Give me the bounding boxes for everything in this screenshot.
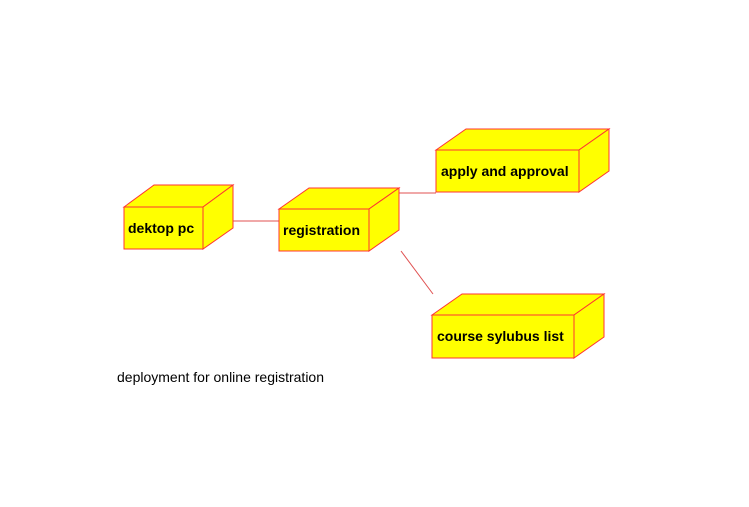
node-registration[interactable]: registration [277,187,401,252]
node-desktop-pc[interactable]: dektop pc [122,184,235,250]
node-label-apply-and-approval: apply and approval [441,163,569,179]
node-label-desktop-pc: dektop pc [128,220,194,236]
node-course-sylubus-list[interactable]: course sylubus list [430,293,606,359]
node-front-face [123,206,204,250]
node-label-registration: registration [283,222,360,238]
connector-registration-course [400,250,434,295]
diagram-caption: deployment for online registration [117,369,325,385]
node-apply-and-approval[interactable]: apply and approval [434,128,611,193]
node-label-course-sylubus-list: course sylubus list [437,328,564,344]
node-front-face [431,314,575,359]
node-front-face [278,208,370,252]
node-front-face [435,149,580,193]
